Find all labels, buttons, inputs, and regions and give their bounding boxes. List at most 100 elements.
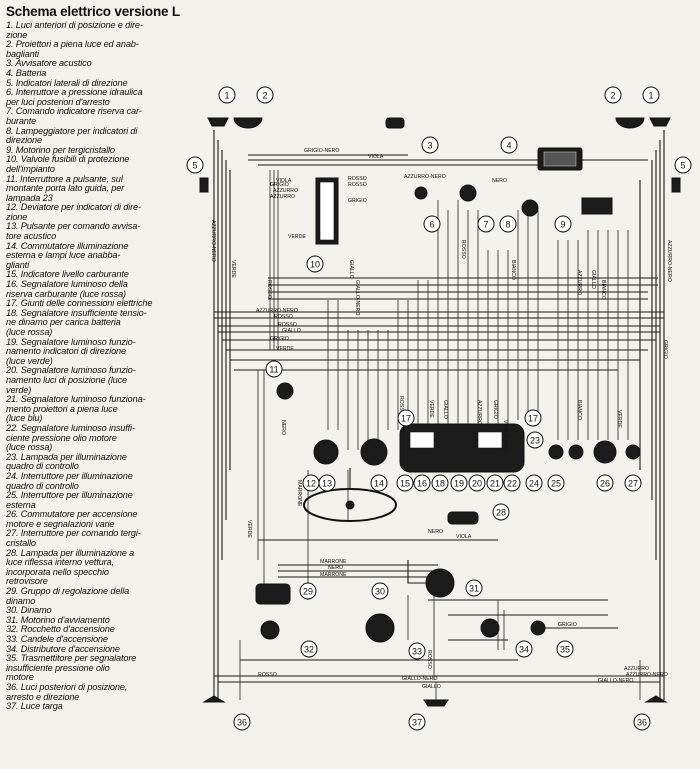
wire-label: NERO [492, 178, 507, 184]
wire-label: AZZURRO-NERO [666, 240, 672, 282]
svg-text:8: 8 [505, 220, 510, 230]
svg-text:25: 25 [551, 479, 561, 489]
callout-1: 1 [642, 86, 660, 104]
callout-24: 24 [525, 474, 543, 492]
wire-label: ROSSO [266, 280, 272, 299]
legend-item: 5. Indicatori laterali di direzione [6, 77, 128, 88]
wiring-diagram: GRIGIO-NERO VIOLA ROSSO ROSSO AZZURRO-NERO NE… [178, 0, 700, 769]
callout-21: 21 [486, 474, 504, 492]
legend-item: lampada 23 [6, 192, 53, 203]
legend-item: 31. Motorino d'avviamento [6, 614, 110, 625]
legend-item: insufficiente pressione olio [6, 662, 110, 673]
callout-11: 11 [265, 360, 283, 378]
svg-text:9: 9 [560, 220, 565, 230]
svg-text:4: 4 [506, 141, 511, 151]
wire-label: GIALLO [282, 328, 301, 334]
legend-item: zione [6, 211, 28, 222]
wire-label: GRIGIO [348, 198, 367, 204]
wire-label: ROSSO [398, 396, 404, 415]
legend-item: 30. Dinamo [6, 605, 52, 616]
svg-text:37: 37 [412, 718, 422, 728]
legend-panel: Schema elettrico versione L 1. Luci ante… [6, 4, 180, 766]
legend-item: (luce blu) [6, 413, 43, 424]
callout-15: 15 [396, 474, 414, 492]
callout-9: 9 [554, 215, 572, 233]
svg-text:14: 14 [374, 479, 384, 489]
legend-item: 25. Interruttore per illuminazione [6, 490, 133, 501]
callout-33: 33 [408, 642, 426, 660]
callout-4: 4 [500, 136, 518, 154]
wire-label: AZZURRO-NERO [210, 220, 216, 262]
callout-27: 27 [624, 474, 642, 492]
legend-item: 33. Candele d'accensione [6, 634, 108, 644]
svg-text:35: 35 [560, 645, 570, 655]
callout-28: 28 [492, 503, 510, 521]
svg-text:16: 16 [417, 479, 427, 489]
callout-19: 19 [450, 474, 468, 492]
callout-22: 22 [503, 474, 521, 492]
wire-label: MARRONE [296, 480, 302, 507]
component-dashboard [313, 423, 641, 473]
wire-label: ROSSO [348, 176, 367, 182]
component-starter [407, 560, 455, 598]
callout-25: 25 [547, 474, 565, 492]
component-lamps-front [199, 117, 681, 193]
svg-text:36: 36 [237, 718, 247, 728]
legend-item: ciente pressione olio motore [6, 432, 117, 443]
wire-label: VIOLA [276, 178, 292, 184]
wire-label: NERO [328, 565, 343, 571]
svg-text:1: 1 [648, 91, 653, 101]
callout-5: 5 [186, 156, 204, 174]
component-relays [276, 184, 613, 400]
svg-text:34: 34 [519, 645, 529, 655]
wire-label: MARRONE [320, 559, 347, 565]
legend-item: 16. Segnalatore luminoso della [6, 279, 128, 290]
legend-item: 19. Segnalatore luminoso funzio- [6, 336, 136, 347]
wire-label: GIALLO-NERO [402, 676, 437, 682]
svg-text:2: 2 [610, 91, 615, 101]
callout-8: 8 [499, 215, 517, 233]
wiring-diagram-canvas: GRIGIO-NERO VIOLA ROSSO ROSSO AZZURRO-NERO NE… [186, 86, 692, 731]
callout-18: 18 [431, 474, 449, 492]
svg-text:23: 23 [530, 436, 540, 446]
component-coil-distributor [260, 618, 546, 640]
legend-item: riserva carburante (luce rossa) [6, 288, 126, 299]
callout-37: 37 [408, 713, 426, 731]
wire-label: GRIGIO [492, 400, 498, 419]
legend-item: 4. Batteria [6, 67, 47, 78]
wire-label: VIOLA [456, 534, 472, 540]
callout-35: 35 [556, 640, 574, 658]
wire-label: AZZURRO [624, 666, 649, 672]
wire-label: ROSSO [258, 672, 277, 678]
wire-label: VERDE [288, 234, 306, 240]
svg-text:17: 17 [401, 414, 411, 424]
callout-1: 1 [218, 86, 236, 104]
legend-item: direzione [6, 135, 42, 146]
legend-item: 15. Indicatore livello carburante [6, 269, 129, 280]
svg-text:32: 32 [304, 645, 314, 655]
wire-label: VERDE [428, 400, 434, 418]
wire-label: BIANCO [600, 280, 606, 300]
callout-7: 7 [477, 215, 495, 233]
wire-labels: GRIGIO-NERO VIOLA ROSSO ROSSO AZZURRO-NERO NE… [210, 148, 672, 690]
legend-item: 35. Trasmettitore per segnalatore [6, 653, 137, 664]
wire-label: GRIGIO [662, 340, 668, 359]
legend-list: 1. Luci anteriori di posizione e dire-zi… [6, 20, 174, 712]
wire-label: GRIGIO [558, 622, 577, 628]
legend-item: 29. Gruppo di regolazione della [6, 586, 130, 597]
callout-36: 36 [233, 713, 251, 731]
wire-label: NERO [280, 420, 286, 435]
legend-item: 27. Interruttore per comando tergi- [6, 528, 141, 539]
callout-13: 13 [318, 474, 336, 492]
legend-item: luce riflessa interno vettura, [6, 557, 114, 568]
legend-item: incorporata nello specchio [6, 566, 109, 577]
wire-label: GRIGIO [270, 336, 289, 342]
legend-item: 9. Motorino per tergicristallo [6, 144, 115, 155]
legend-item: 6. Interruttore a pressione idraulica [6, 87, 143, 98]
legend-item: 20. Segnalatore luminoso funzio- [6, 365, 136, 376]
wire-label: AZZURRO [576, 270, 582, 295]
wire-label: GRIGIO-NERO [304, 148, 339, 154]
wire-label: VIOLA [368, 154, 384, 160]
svg-text:3: 3 [427, 141, 432, 151]
wire-label: VERDE [616, 410, 622, 428]
